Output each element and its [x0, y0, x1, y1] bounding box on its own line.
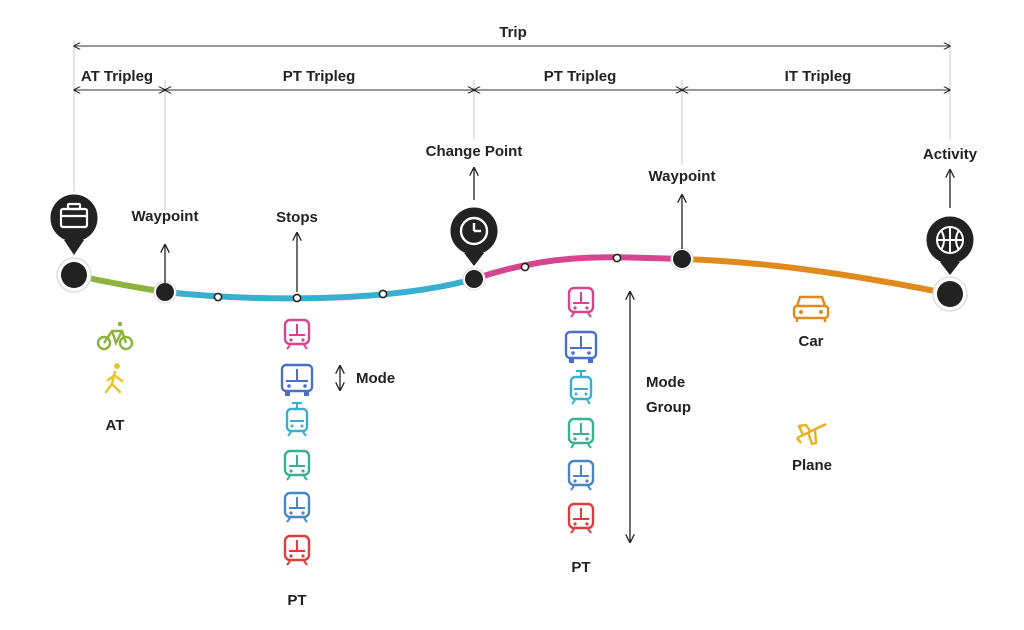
guide-lines — [73, 40, 951, 210]
trip-label: Trip — [499, 24, 527, 41]
pt-group-label-2: PT — [571, 559, 590, 576]
mode-group-annotation: Mode Group — [630, 292, 691, 542]
car-item: Car — [792, 295, 830, 350]
basketball-icon — [936, 226, 964, 254]
mode-label: Mode — [356, 370, 395, 387]
light-rail-icon — [569, 369, 593, 406]
change-point-label: Change Point — [426, 143, 523, 160]
car-icon — [792, 295, 830, 322]
tram-icon — [283, 318, 311, 351]
tripleg-label-at: AT Tripleg — [81, 68, 153, 85]
plane-label: Plane — [792, 457, 832, 474]
clock-pin — [447, 204, 501, 266]
train-icon — [283, 449, 311, 482]
svg-text:Mode Group: Mode Group — [646, 374, 691, 416]
bus-icon — [564, 330, 598, 365]
waypoint-label-1: Waypoint — [132, 208, 199, 225]
mode-annotation: Mode — [340, 366, 395, 390]
at-group: AT — [96, 321, 134, 434]
tripleg-dimensions: AT Tripleg PT Tripleg PT Tripleg IT Trip… — [74, 68, 950, 90]
at-group-label: AT — [106, 417, 125, 434]
briefcase-pin — [47, 191, 101, 255]
briefcase-icon — [59, 202, 89, 229]
bicycle-icon — [96, 321, 134, 351]
trip-dimension: Trip — [74, 24, 950, 46]
stop-markers — [213, 253, 622, 303]
pt-group-label-1: PT — [287, 592, 306, 609]
route — [71, 254, 953, 302]
mode-group-label-line-2: Group — [646, 399, 691, 416]
car-label: Car — [798, 333, 823, 350]
route-segment-pt-2 — [471, 254, 685, 282]
stops-label: Stops — [276, 209, 318, 226]
tram-icon — [567, 286, 595, 319]
route-segment-pt-1 — [162, 276, 477, 302]
nodes — [56, 247, 968, 312]
activity-label: Activity — [923, 146, 978, 163]
clock-icon — [459, 216, 489, 246]
bus-icon — [280, 363, 314, 398]
metro-icon — [283, 491, 311, 524]
waypoint-label-2: Waypoint — [649, 168, 716, 185]
tripleg-label-pt-2: PT Tripleg — [544, 68, 617, 85]
plane-item: Plane — [792, 422, 832, 474]
pt-modes-1: PT — [280, 318, 314, 609]
metro-icon — [567, 459, 595, 492]
point-annotations: Waypoint Stops Change Point Waypoint Act… — [132, 143, 978, 292]
pt-modes-2: PT — [564, 286, 598, 576]
mode-group-label: Mode — [646, 374, 685, 391]
route-segment-it — [679, 256, 953, 297]
regional-train-icon — [283, 534, 311, 567]
basketball-pin — [923, 213, 977, 275]
walking-person-icon — [104, 363, 124, 394]
tripleg-label-pt-1: PT Tripleg — [283, 68, 356, 85]
plane-icon — [796, 422, 827, 446]
regional-train-icon — [567, 502, 595, 535]
light-rail-icon — [285, 401, 309, 438]
train-icon — [567, 417, 595, 450]
tripleg-label-it: IT Tripleg — [785, 68, 852, 85]
